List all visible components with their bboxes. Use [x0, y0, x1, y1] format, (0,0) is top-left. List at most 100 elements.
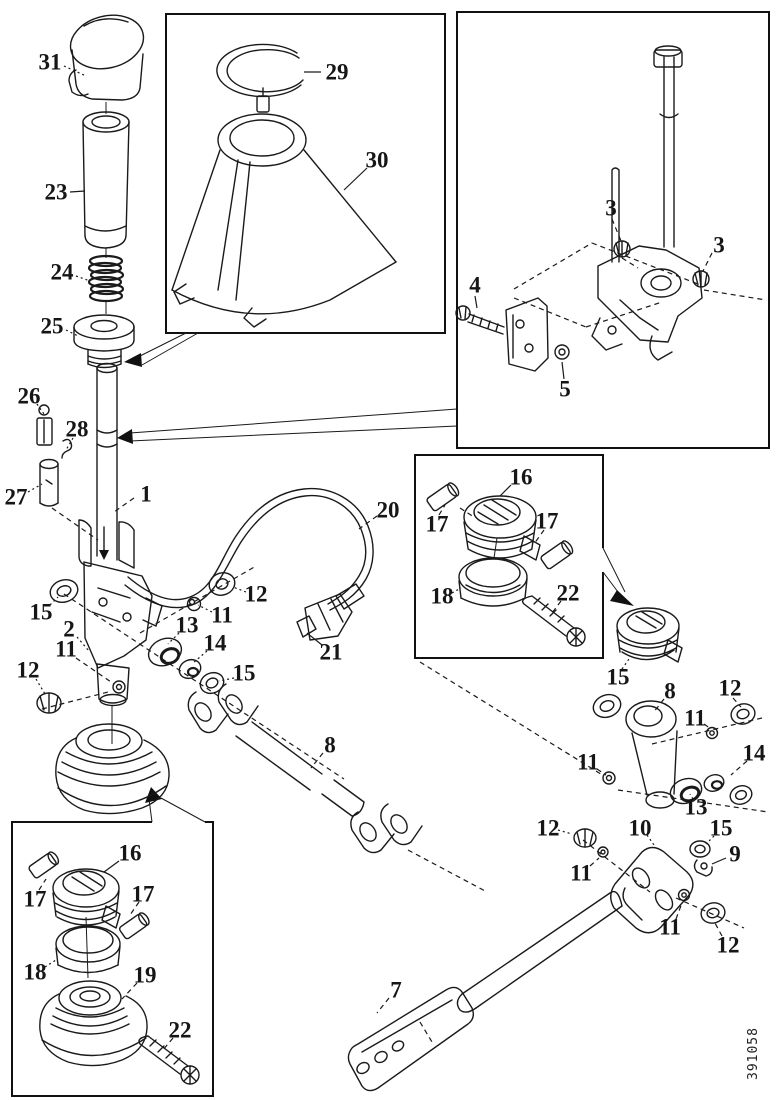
part-retainer-bushing — [73, 314, 135, 369]
part-pin-17-upper-a — [426, 482, 460, 512]
part-pin-17-lower-b — [118, 912, 150, 940]
leader-10 — [646, 834, 655, 846]
leader-2 — [76, 636, 90, 652]
inset-box-support — [117, 11, 770, 449]
leader-23 — [69, 190, 86, 193]
leader-12 — [232, 586, 247, 593]
leader-4 — [474, 295, 478, 309]
axis-line-right-2 — [617, 789, 769, 813]
leader-11 — [675, 902, 683, 920]
part-pivot-housing — [78, 519, 163, 744]
leader-8 — [652, 698, 665, 714]
part-nut-11-small — [112, 680, 126, 694]
part-spring — [87, 254, 125, 314]
part-pin-27 — [39, 458, 99, 541]
leader-28 — [65, 437, 74, 451]
part-support-rod — [611, 45, 683, 263]
leader-14 — [192, 650, 208, 664]
part-link-arm-left — [187, 683, 488, 893]
leader-15 — [218, 677, 235, 682]
part-base-boot — [55, 723, 170, 815]
leader-11 — [589, 857, 600, 867]
leader-22 — [162, 1037, 174, 1051]
part-knob — [68, 14, 145, 114]
leader-12 — [732, 697, 742, 708]
part-washer-5 — [554, 344, 570, 360]
leader-18 — [451, 587, 462, 594]
part-nut-11-right-a — [705, 726, 719, 740]
leader-25 — [65, 329, 79, 337]
leader-20 — [358, 515, 378, 530]
part-bushing-14-right — [703, 774, 725, 792]
leader-21 — [306, 632, 323, 646]
leader-11 — [596, 768, 607, 776]
leader-16 — [499, 484, 512, 497]
leader-24 — [75, 275, 91, 282]
leader-30 — [343, 167, 368, 191]
callout-leader-lines — [27, 65, 748, 1051]
part-nut-11-right-d — [677, 888, 691, 902]
inset-box-boot — [124, 13, 446, 367]
leader-18 — [44, 959, 57, 968]
leader-5 — [561, 361, 565, 380]
part-washer-15-right-c — [689, 840, 711, 858]
leader-15 — [49, 596, 59, 606]
part-washer-12-right-a — [730, 703, 756, 725]
part-clip-9 — [693, 859, 713, 877]
part-pin-17-lower-a — [28, 851, 60, 879]
part-arm-tube — [456, 890, 623, 1013]
leader-17a — [459, 507, 475, 518]
leader-9 — [711, 857, 727, 865]
leader-19 — [121, 982, 138, 1000]
part-clip-26 — [36, 404, 53, 446]
leader-22 — [551, 600, 562, 614]
part-nut-3-b — [692, 270, 710, 288]
leader-13 — [689, 793, 694, 800]
part-clip-28 — [61, 438, 73, 459]
leader-11 — [703, 723, 712, 730]
leader-16 — [103, 860, 120, 873]
part-bearing-16-upper — [463, 495, 541, 561]
leader-12 — [35, 678, 46, 695]
part-ring-18-upper — [458, 557, 528, 607]
leader-3 — [702, 252, 713, 272]
part-nut-3-a — [613, 240, 631, 258]
axis-line-right-long — [419, 661, 605, 777]
leader-3 — [611, 218, 622, 242]
leader-17 — [129, 901, 140, 916]
part-washer-15-left — [49, 578, 79, 604]
part-nut-12-right-b — [573, 828, 597, 848]
part-clevis-10 — [610, 846, 694, 934]
part-bolt-4 — [455, 305, 505, 335]
figure-code: 391058 — [746, 1027, 761, 1080]
part-bushing-14-left — [178, 658, 202, 680]
leader-15 — [621, 658, 630, 670]
part-cable — [124, 487, 374, 611]
leader-15 — [705, 835, 715, 845]
leader-12 — [714, 922, 723, 937]
leader-17 — [38, 878, 47, 891]
part-shift-plate-7 — [347, 986, 475, 1092]
part-lever-shaft — [96, 362, 118, 561]
axis-line-nut — [41, 691, 109, 710]
part-bolt-22-lower — [138, 1035, 200, 1085]
part-boot-30 — [171, 113, 397, 328]
leader-14 — [730, 760, 748, 776]
leader-31 — [63, 65, 87, 77]
part-washer-15-right-b — [729, 785, 753, 805]
part-connector — [296, 583, 365, 641]
leader-17 — [533, 529, 545, 545]
part-washer-15-left2 — [199, 671, 225, 695]
axis-lines-support — [513, 242, 767, 328]
leader-11 — [75, 657, 115, 685]
part-snap-ring-29 — [216, 43, 304, 113]
axis-line-right-1 — [651, 717, 763, 745]
part-bushing-13-right — [669, 777, 703, 805]
part-washer-15-right-a — [592, 693, 622, 719]
part-mount-plate — [505, 297, 549, 372]
leader-7 — [376, 997, 390, 1014]
axis-line-left — [63, 593, 345, 780]
part-base-19 — [39, 980, 148, 1067]
